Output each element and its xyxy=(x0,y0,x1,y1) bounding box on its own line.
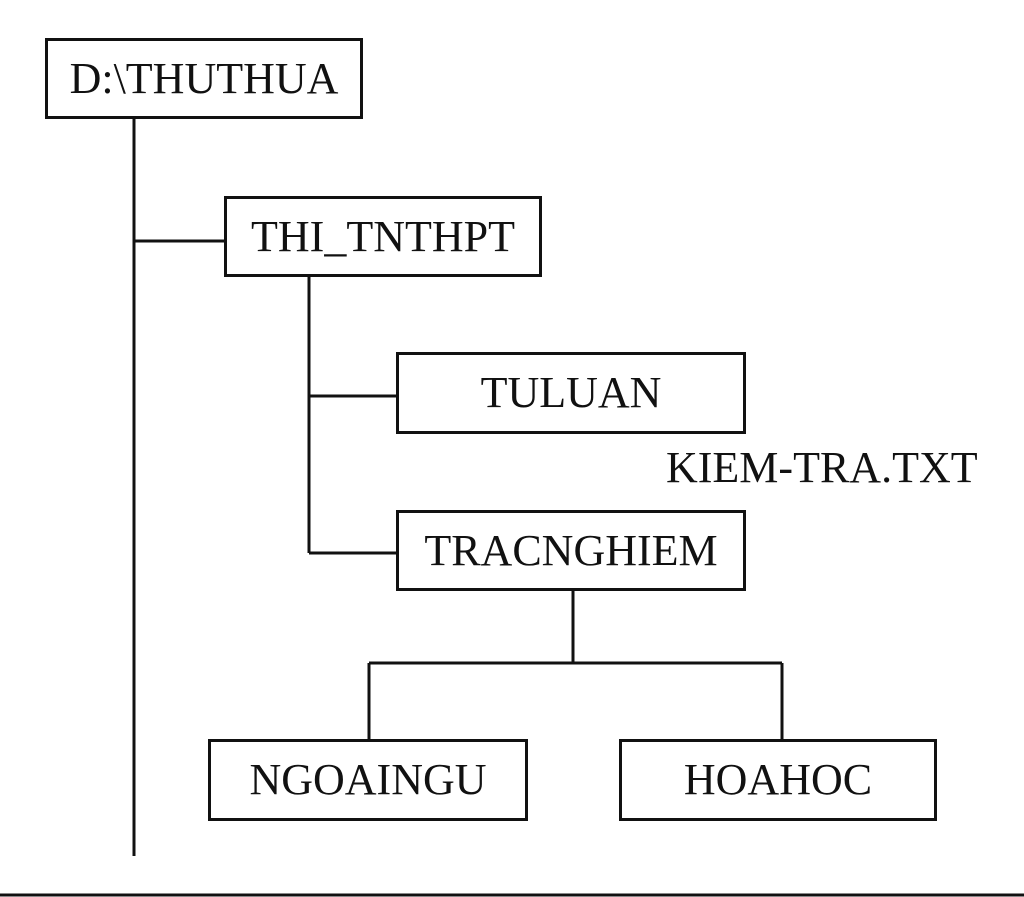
folder-node-thi-tnthpt: THI_TNTHPT xyxy=(224,196,542,277)
folder-label: NGOAINGU xyxy=(249,755,487,804)
folder-node-tracnghiem: TRACNGHIEM xyxy=(396,510,746,591)
folder-label: D:\THUTHUA xyxy=(69,53,339,103)
folder-label: TULUAN xyxy=(480,368,662,417)
folder-label: TRACNGHIEM xyxy=(424,525,718,575)
folder-label: THI_TNTHPT xyxy=(251,211,515,261)
folder-node-hoahoc: HOAHOC xyxy=(619,739,937,821)
file-label-kiem-tra: KIEM-TRA.TXT xyxy=(666,443,978,492)
folder-label: HOAHOC xyxy=(683,755,873,804)
folder-node-tuluan: TULUAN xyxy=(396,352,746,434)
folder-node-ngoaingu: NGOAINGU xyxy=(208,739,528,821)
folder-node-root: D:\THUTHUA xyxy=(45,38,363,119)
